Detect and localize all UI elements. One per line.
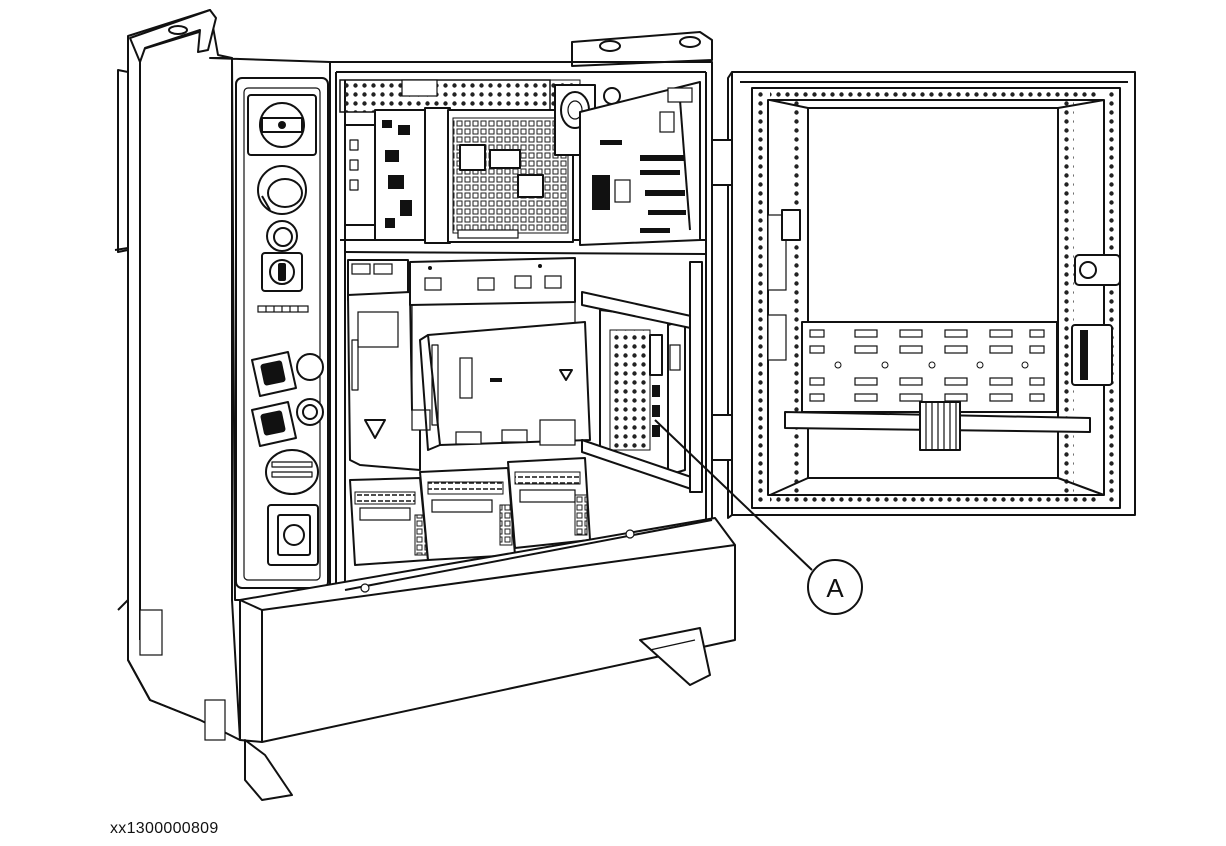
axis-computer (419, 321, 591, 451)
cabinet-side-panel (114, 9, 241, 741)
cabinet-door[interactable] (727, 71, 1136, 519)
door-mounting-plate (801, 321, 1058, 413)
callout-a-label: A (826, 573, 844, 603)
lifting-handle-right (571, 31, 713, 67)
callout-a: A (654, 419, 863, 615)
service-outlet (265, 449, 319, 566)
terminal-block-rail (784, 401, 1091, 451)
door-side-slots (767, 209, 801, 361)
figure-id: xx1300000809 (110, 820, 219, 837)
din-rail-right (581, 261, 703, 493)
computer-module (344, 107, 451, 244)
cabinet-base (239, 517, 736, 743)
main-switch (247, 94, 317, 156)
main-computer-board (579, 81, 701, 246)
emergency-stop-button (257, 165, 307, 215)
pushbutton (266, 220, 298, 252)
axis-computer-frame (409, 257, 576, 420)
connector-sockets (251, 351, 324, 447)
indicator-row (257, 305, 309, 313)
lifting-handle-left (129, 9, 217, 63)
door-latch[interactable] (1071, 254, 1121, 386)
mode-selector (261, 252, 303, 292)
power-supply-top (447, 109, 574, 243)
ventilation-grille (339, 79, 581, 113)
cabinet-feet (244, 627, 711, 801)
door-hinges (711, 139, 733, 461)
